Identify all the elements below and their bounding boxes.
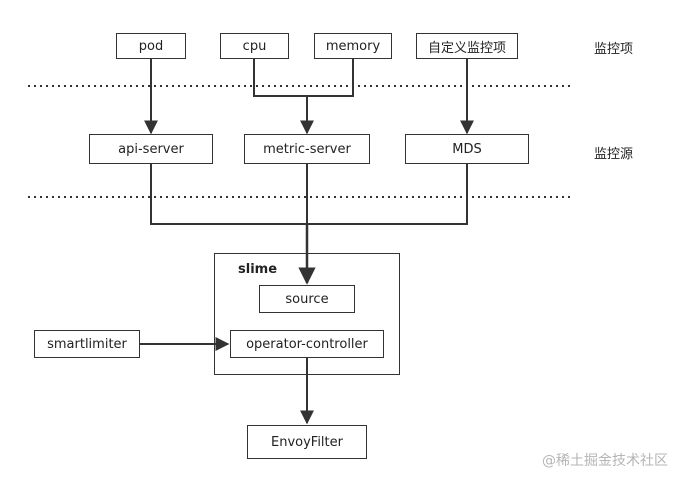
node-source: source xyxy=(259,285,355,313)
group-slime xyxy=(214,253,400,375)
node-smartlimiter: smartlimiter xyxy=(34,330,140,358)
edge-cpu-memory-merge xyxy=(253,59,354,97)
node-memory: memory xyxy=(314,33,392,59)
node-metric-server: metric-server xyxy=(244,134,370,164)
edge-sources-merge xyxy=(150,164,468,225)
node-cpu: cpu xyxy=(220,33,289,59)
node-operator-controller: operator-controller xyxy=(230,330,384,358)
watermark: @稀土掘金技术社区 xyxy=(542,453,668,469)
node-pod: pod xyxy=(116,33,186,59)
node-mds: MDS xyxy=(405,134,529,164)
group-slime-label: slime xyxy=(238,262,278,277)
layer-label-sources: 监控源 xyxy=(594,147,634,162)
layer-label-metrics: 监控项 xyxy=(594,42,634,57)
node-api-server: api-server xyxy=(89,134,213,164)
node-envoyfilter: EnvoyFilter xyxy=(247,425,367,459)
node-custom-metric: 自定义监控项 xyxy=(416,33,518,59)
